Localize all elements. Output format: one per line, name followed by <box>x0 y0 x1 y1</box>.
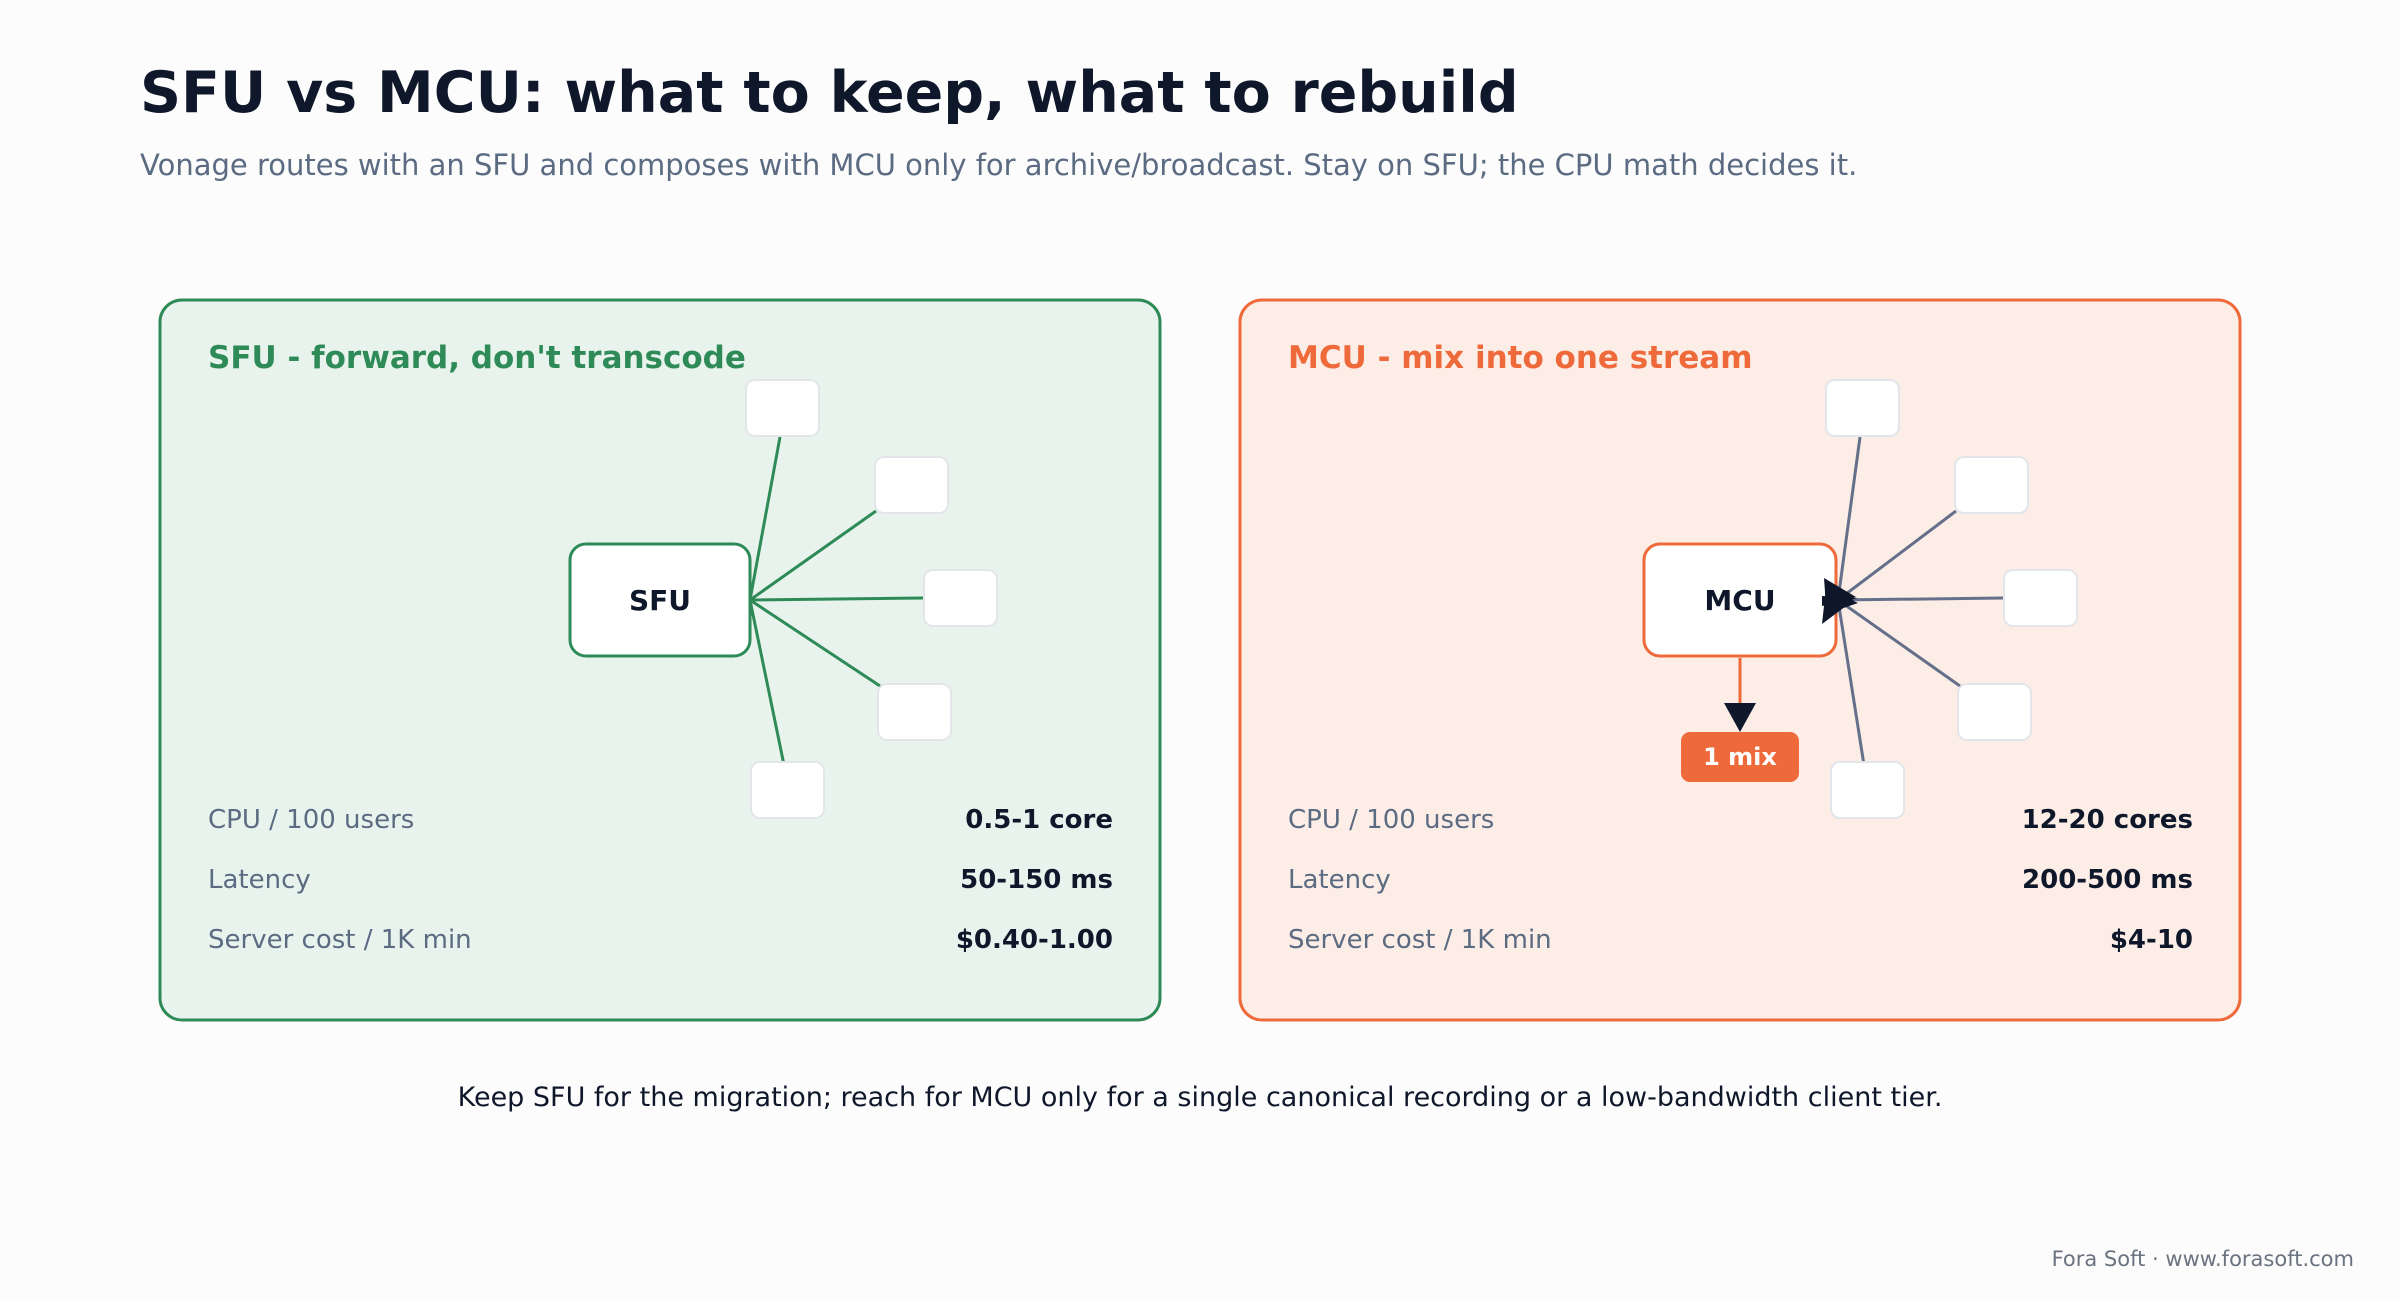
mcu-arrowhead <box>1826 590 1858 614</box>
mcu-edges <box>1836 436 2005 766</box>
sfu-hub-node <box>568 542 752 658</box>
mcu-peer-node <box>1825 379 1900 437</box>
mcu-edge-4 <box>1837 598 1961 688</box>
sfu-peer-nodes <box>745 379 998 819</box>
mcu-metric-label: Latency <box>1288 865 1391 895</box>
mcu-metric-label: CPU / 100 users <box>1288 805 1495 835</box>
sfu-hub-label: SFU <box>628 583 692 617</box>
mcu-edge-1 <box>1836 436 1862 601</box>
sfu-peer-node <box>923 569 998 627</box>
mcu-hub-label: MCU <box>1704 583 1776 617</box>
mcu-metric-value: 200-500 ms <box>2022 865 2193 895</box>
mcu-output-badge <box>1681 732 1799 782</box>
mcu-inbound-arrowheads <box>1822 578 1858 624</box>
sfu-metric-label: Latency <box>208 865 311 895</box>
mcu-edge-2 <box>1837 509 1957 602</box>
sfu-metric-value: 50-150 ms <box>960 865 1113 895</box>
sfu-peer-node <box>874 456 949 514</box>
sfu-peer-node <box>750 761 825 819</box>
sfu-metric-label: CPU / 100 users <box>208 805 415 835</box>
sfu-edge-5 <box>748 599 786 766</box>
mcu-metric-value: 12-20 cores <box>2021 805 2193 835</box>
mcu-output-label: 1 mix <box>1703 743 1777 771</box>
sfu-peer-node <box>745 379 820 437</box>
sfu-metric-label: Server cost / 1K min <box>208 925 472 955</box>
credit-text: Fora Soft · www.forasoft.com <box>2051 1247 2354 1271</box>
mcu-peer-node <box>1830 761 1905 819</box>
sfu-edge-4 <box>749 598 881 688</box>
mcu-metric-value: $4-10 <box>2109 925 2193 955</box>
sfu-edges <box>748 436 925 766</box>
sfu-metric-value: $0.40-1.00 <box>955 925 1113 955</box>
sfu-metric-value: 0.5-1 core <box>965 805 1113 835</box>
mcu-output-arrowhead <box>1724 703 1756 732</box>
sfu-panel <box>158 298 1162 1022</box>
sfu-peer-node <box>877 683 952 741</box>
mcu-metric-label: Server cost / 1K min <box>1288 925 1552 955</box>
footnote: Keep SFU for the migration; reach for MC… <box>457 1082 1943 1113</box>
page-subtitle: Vonage routes with an SFU and composes w… <box>140 148 1858 182</box>
mcu-peer-nodes <box>1825 379 2078 819</box>
sfu-edge-3 <box>749 596 925 602</box>
sfu-edge-2 <box>749 509 877 602</box>
mcu-edge-5 <box>1836 599 1866 766</box>
mcu-peer-node <box>1954 456 2029 514</box>
mcu-edge-3 <box>1837 596 2005 602</box>
sfu-panel-title: SFU - forward, don't transcode <box>208 340 746 376</box>
sfu-edge-1 <box>748 436 782 601</box>
mcu-panel-title: MCU - mix into one stream <box>1288 340 1753 376</box>
page-title: SFU vs MCU: what to keep, what to rebuil… <box>140 60 1519 126</box>
mcu-peer-node <box>1957 683 2032 741</box>
mcu-peer-node <box>2003 569 2078 627</box>
